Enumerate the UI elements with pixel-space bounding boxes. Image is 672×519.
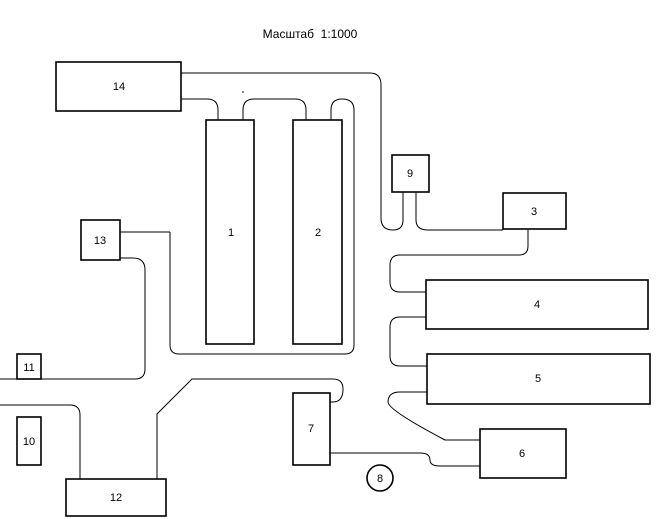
building-3-label: 3 xyxy=(531,206,537,218)
building-1-label: 1 xyxy=(228,227,234,239)
building-10-label: 10 xyxy=(23,436,35,448)
building-13-label: 13 xyxy=(94,235,106,247)
building-9: 9 xyxy=(391,154,430,193)
building-5-label: 5 xyxy=(535,373,541,385)
building-2: 2 xyxy=(292,119,343,345)
connection-lines xyxy=(0,72,529,479)
building-3: 3 xyxy=(502,192,567,230)
building-7-label: 7 xyxy=(308,423,314,435)
building-11: 11 xyxy=(16,353,42,380)
marker-dot xyxy=(242,91,244,93)
building-14: 14 xyxy=(55,61,182,112)
building-11-label: 11 xyxy=(23,362,34,374)
building-4-label: 4 xyxy=(534,299,540,311)
building-12-label: 12 xyxy=(110,492,122,504)
building-7: 7 xyxy=(292,392,331,466)
building-10: 10 xyxy=(16,416,42,466)
building-9-label: 9 xyxy=(407,168,413,180)
building-13: 13 xyxy=(80,219,121,261)
building-6-label: 6 xyxy=(519,448,525,460)
building-14-label: 14 xyxy=(113,81,125,93)
building-12: 12 xyxy=(65,478,167,517)
building-4: 4 xyxy=(425,279,649,330)
building-1: 1 xyxy=(205,119,255,345)
scale-title: Масштаб 1:1000 xyxy=(263,27,358,41)
building-6: 6 xyxy=(479,428,567,479)
building-5: 5 xyxy=(426,353,651,405)
building-8-label: 8 xyxy=(377,473,383,485)
building-8: 8 xyxy=(366,464,394,492)
building-2-label: 2 xyxy=(315,227,321,239)
